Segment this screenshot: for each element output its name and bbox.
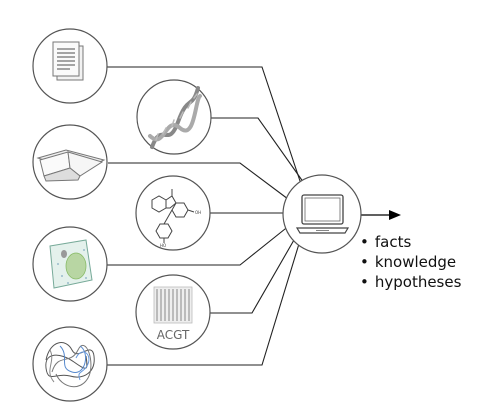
output-list: facts knowledge hypotheses	[360, 232, 462, 292]
source-dna	[136, 79, 212, 155]
source-protein	[32, 326, 108, 402]
output-item-hypotheses: hypotheses	[360, 272, 462, 292]
connector-lines	[107, 66, 312, 366]
laptop-icon	[295, 194, 350, 234]
output-arrow	[361, 210, 401, 220]
svg-text:HO: HO	[160, 243, 166, 248]
connector-sequence	[210, 232, 299, 314]
document-icon	[52, 41, 84, 81]
sequence-label: ACGT	[157, 328, 190, 342]
connector-document	[107, 66, 305, 194]
cell-icon	[49, 239, 93, 289]
source-book	[32, 124, 108, 200]
hub-laptop	[282, 174, 362, 254]
output-item-facts: facts	[360, 232, 461, 252]
dna-helix-icon	[148, 86, 202, 149]
open-book-icon	[36, 149, 106, 182]
connector-cell	[107, 224, 291, 266]
source-sequence: ACGT	[135, 274, 211, 350]
svg-text:OH: OH	[195, 210, 201, 215]
sequence-alignment-icon: ACGT	[153, 286, 193, 342]
connector-book	[108, 162, 293, 203]
source-document	[32, 28, 108, 104]
chemical-structure-icon: OH HO	[151, 189, 201, 248]
protein-structure-icon	[45, 342, 95, 388]
connector-protein	[107, 233, 303, 366]
source-chemical: OH HO	[135, 175, 211, 251]
output-item-knowledge: knowledge	[360, 252, 461, 272]
connector-dna	[210, 117, 312, 194]
source-cell	[32, 226, 108, 302]
